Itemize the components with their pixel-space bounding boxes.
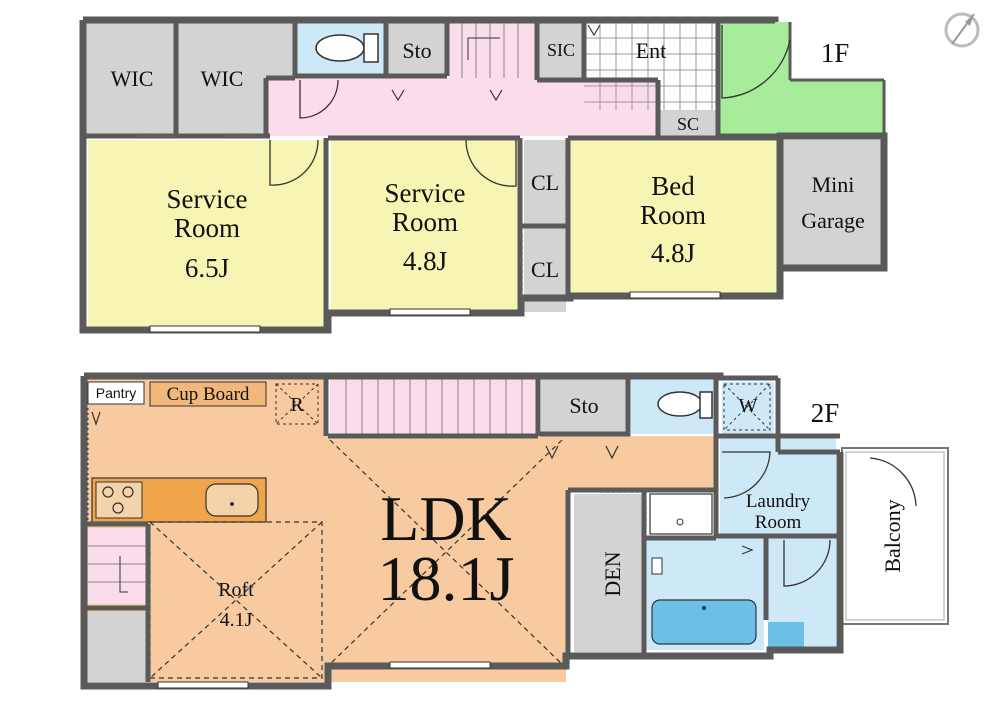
floor-1: WIC WIC Sto SIC Ent SC 1F Service Room 6… xyxy=(79,16,888,334)
label-mini-garage-line2: Garage xyxy=(801,208,865,233)
r-box xyxy=(275,383,319,425)
stairs-1f xyxy=(449,22,535,78)
toilet-1f-fixture xyxy=(315,33,379,63)
label-laundry-line1: Laundry xyxy=(746,491,811,512)
den-room xyxy=(574,494,642,652)
stove-icon xyxy=(95,481,143,519)
label-loft-size: 4.1J xyxy=(220,609,253,631)
stairs-2f xyxy=(330,378,538,436)
label-ldk-size: 18.1J xyxy=(378,543,515,614)
entrance-tiles xyxy=(584,22,718,110)
label-bedroom-size: 4.8J xyxy=(651,238,695,268)
door-entrance xyxy=(721,25,791,99)
loft-storage xyxy=(88,612,146,682)
balcony xyxy=(842,448,948,624)
label-r: R xyxy=(290,394,304,416)
stairs-1f-steps xyxy=(461,22,519,78)
label-w: W xyxy=(739,395,758,417)
label-mini-garage-line1: Mini xyxy=(812,172,855,197)
sic-room xyxy=(539,22,584,78)
bedroom xyxy=(570,140,777,295)
label-bedroom-line2: Room xyxy=(640,200,706,230)
floor-2: Pantry Cup Board R Sto W 2F LDK 18.1J Ro… xyxy=(80,372,949,690)
ldk-area xyxy=(326,436,566,682)
label-service-b-line2: Room xyxy=(392,207,458,237)
sto-1f-room xyxy=(388,22,445,74)
label-balcony: Balcony xyxy=(880,499,905,572)
cupboard xyxy=(149,381,267,407)
loft-stairs xyxy=(88,528,146,604)
label-pantry: Pantry xyxy=(96,385,136,401)
sto-2f-room xyxy=(541,378,627,432)
label-service-b-size: 4.8J xyxy=(403,246,447,276)
label-service-b-line1: Service xyxy=(385,178,466,208)
label-service-a-line2: Room xyxy=(174,213,240,243)
hallway-1f xyxy=(268,78,658,136)
label-laundry-line2: Room xyxy=(755,512,802,533)
washbasin-icon xyxy=(649,493,713,535)
closet-upper xyxy=(524,140,566,224)
porch xyxy=(720,22,883,135)
label-2f: 2F xyxy=(811,398,840,428)
label-ldk: LDK xyxy=(380,483,512,554)
bathtub-icon xyxy=(651,599,757,645)
service-room-a xyxy=(88,140,326,327)
door-bath-ante xyxy=(783,539,831,587)
door-service-b xyxy=(465,139,517,187)
door-toilet-1f xyxy=(299,79,339,119)
w-room xyxy=(722,382,774,434)
label-cl-lower: CL xyxy=(531,257,559,282)
label-den: DEN xyxy=(600,551,625,596)
stairs-2f-steps xyxy=(345,378,523,434)
pantry xyxy=(87,381,145,405)
label-loft: Roft xyxy=(218,579,254,601)
sc-room xyxy=(658,110,718,136)
mini-garage xyxy=(782,140,884,266)
label-1f: 1F xyxy=(821,38,850,68)
label-cupboard: Cup Board xyxy=(167,384,250,405)
label-ent: Ent xyxy=(636,38,667,63)
label-service-a-size: 6.5J xyxy=(185,253,229,283)
service-room-b xyxy=(331,140,519,310)
label-service-a-line1: Service xyxy=(167,184,248,214)
label-bedroom-line1: Bed xyxy=(651,171,695,201)
label-wic-b: WIC xyxy=(201,66,244,91)
toilet-2f-fixture xyxy=(657,391,713,419)
label-sto-1f: Sto xyxy=(402,38,431,63)
label-sto-2f: Sto xyxy=(569,393,598,418)
label-cl-upper: CL xyxy=(531,170,559,195)
label-wic-a: WIC xyxy=(111,66,154,91)
door-balcony xyxy=(869,457,917,507)
compass-icon xyxy=(944,12,980,48)
label-sic: SIC xyxy=(547,40,575,60)
label-sc: SC xyxy=(677,114,699,134)
door-service-a xyxy=(269,139,319,186)
sink-icon xyxy=(205,483,259,517)
door-laundry xyxy=(722,451,771,499)
wic-a-room xyxy=(85,22,175,134)
